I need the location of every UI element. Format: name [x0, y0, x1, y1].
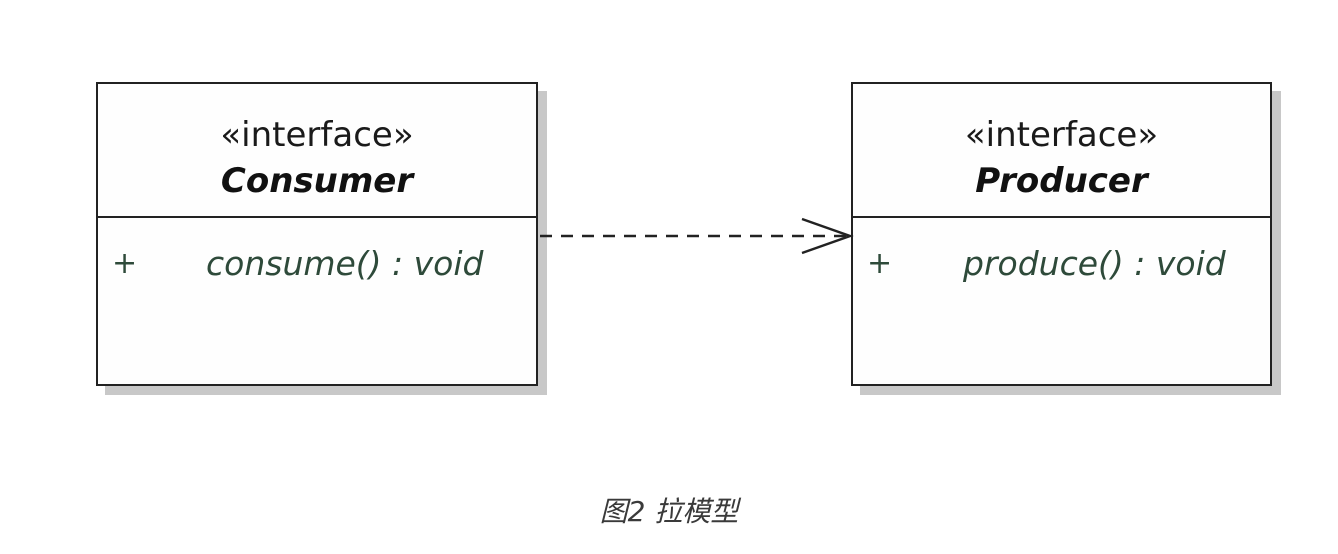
consumer-interface-box[interactable]: «interface» Consumer + consume() : void: [96, 82, 538, 386]
consumer-stereotype: «interface»: [220, 115, 414, 155]
producer-interface-box[interactable]: «interface» Producer + produce() : void: [851, 82, 1272, 386]
consumer-header: «interface» Consumer: [98, 84, 536, 218]
consumer-operation-signature: consume() : void: [206, 244, 484, 283]
producer-operation-signature: produce() : void: [963, 244, 1226, 283]
open-arrowhead-icon: [801, 217, 854, 255]
producer-class-name: Producer: [975, 161, 1148, 201]
consumer-class-name: Consumer: [220, 161, 414, 201]
producer-operation-produce[interactable]: + produce() : void: [853, 218, 1270, 298]
producer-operation-visibility: +: [867, 246, 893, 281]
figure-caption: 图2 拉模型: [599, 495, 739, 528]
producer-stereotype: «interface»: [964, 115, 1159, 155]
consumer-operation-visibility: +: [112, 246, 138, 281]
consumer-operation-consume[interactable]: + consume() : void: [98, 218, 536, 298]
producer-header: «interface» Producer: [853, 84, 1270, 218]
